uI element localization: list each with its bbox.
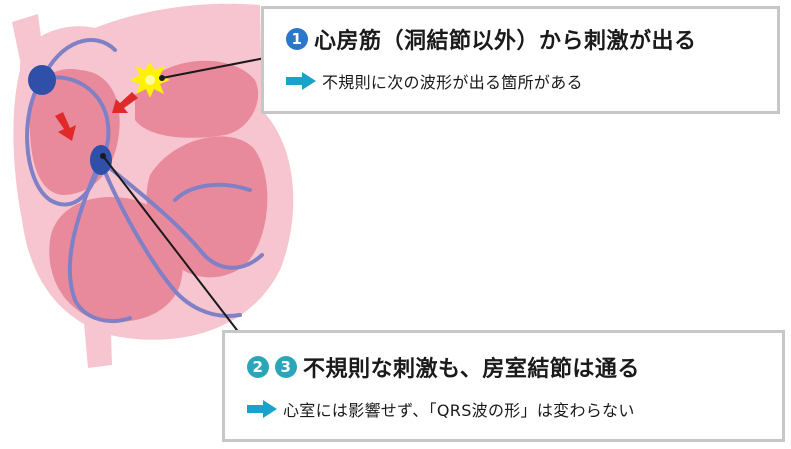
right-arrow-icon xyxy=(247,400,277,418)
step-number-2: 2 xyxy=(247,356,269,378)
callout-1-headline: 1 心房筋（洞結節以外）から刺激が出る xyxy=(286,23,777,55)
callout-av-conduction: 2 3 不規則な刺激も、房室結節は通る 心室には影響せず、「QRS波の形」は変わ… xyxy=(222,330,785,442)
callout-2-detail: 心室には影響せず、「QRS波の形」は変わらない xyxy=(283,401,635,420)
impulse-arrows xyxy=(55,92,138,141)
right-arrow-icon xyxy=(286,72,316,90)
callout-ectopic-stimulus: 1 心房筋（洞結節以外）から刺激が出る 不規則に次の波形が出る箇所がある xyxy=(261,6,780,114)
step-number-3: 3 xyxy=(275,356,297,378)
callout-2-title: 不規則な刺激も、房室結節は通る xyxy=(303,357,640,382)
callout-1-title: 心房筋（洞結節以外）から刺激が出る xyxy=(314,29,697,54)
callout-2-detail-row: 心室には影響せず、「QRS波の形」は変わらない xyxy=(247,397,782,421)
callout-2-headline: 2 3 不規則な刺激も、房室結節は通る xyxy=(247,351,782,383)
callout-1-detail-row: 不規則に次の波形が出る箇所がある xyxy=(286,69,777,93)
connector-line-2 xyxy=(102,155,241,335)
left-ventricle xyxy=(146,136,268,278)
callout-1-detail: 不規則に次の波形が出る箇所がある xyxy=(322,73,583,92)
step-number-1: 1 xyxy=(286,28,308,50)
sa-node xyxy=(28,65,56,95)
av-node xyxy=(90,145,112,175)
right-ventricle xyxy=(49,196,184,322)
connector-line-1 xyxy=(161,57,266,79)
